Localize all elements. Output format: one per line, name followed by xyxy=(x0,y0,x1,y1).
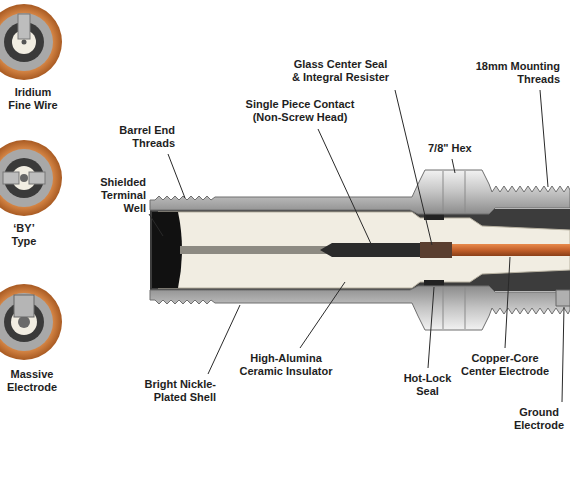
hot-lock-seal xyxy=(424,280,444,286)
center-bore xyxy=(180,246,330,254)
hex-facet xyxy=(465,287,466,329)
end-view-electrode xyxy=(18,316,30,328)
hex-facet xyxy=(443,171,444,213)
end-view-shell xyxy=(0,149,53,207)
leader-line xyxy=(168,154,185,198)
end-view-ground xyxy=(18,14,30,39)
end-view-by xyxy=(0,140,62,216)
hex-facet xyxy=(465,171,466,213)
end-view-shell xyxy=(0,293,53,351)
terminal-contact xyxy=(320,243,420,257)
hot-lock-seal xyxy=(424,214,444,220)
leader-line xyxy=(395,90,432,245)
leader-lines xyxy=(149,90,564,402)
end-view-massive xyxy=(0,284,62,360)
end-view-electrode xyxy=(22,40,27,45)
end-view-gap xyxy=(4,158,44,198)
ground-electrode xyxy=(556,290,570,306)
part-label: Hot-Lock Seal xyxy=(400,372,455,398)
leader-line xyxy=(452,159,455,173)
part-label: 18mm Mounting Threads xyxy=(470,60,560,86)
part-label: Shielded Terminal Well xyxy=(90,176,146,215)
end-view-ground xyxy=(14,295,34,317)
part-label: Copper-Core Center Electrode xyxy=(455,352,555,378)
part-label: Barrel End Threads xyxy=(105,124,175,150)
plug-shell xyxy=(150,170,570,214)
end-view-ground xyxy=(29,172,45,184)
part-label: 7/8" Hex xyxy=(428,142,488,155)
leader-line xyxy=(318,129,372,246)
part-label: Ground Electrode xyxy=(512,406,566,432)
end-view-shell xyxy=(0,13,53,71)
leader-line xyxy=(208,305,240,374)
end-view-ring xyxy=(0,4,62,80)
part-label: Iridium Fine Wire xyxy=(4,86,62,112)
part-label: Bright Nickle-Plated Shell xyxy=(138,378,216,404)
leader-line xyxy=(300,282,345,348)
end-view-ring xyxy=(0,284,62,360)
copper-center-electrode xyxy=(452,244,570,256)
end-view-iridium xyxy=(0,4,62,80)
part-label: ‘BY’ Type xyxy=(4,222,44,248)
plug-interior xyxy=(150,209,570,291)
end-view-ring xyxy=(0,140,62,216)
terminal-well xyxy=(152,212,182,288)
end-view-ground xyxy=(3,172,19,184)
ceramic-insulator xyxy=(158,212,570,288)
part-label: High-Alumina Ceramic Insulator xyxy=(236,352,336,378)
leader-line xyxy=(540,90,548,187)
glass-seal-resister xyxy=(420,242,452,258)
leader-line xyxy=(149,214,163,236)
part-label: Glass Center Seal & Integral Resister xyxy=(290,58,391,84)
leader-line xyxy=(428,287,434,368)
leader-line xyxy=(562,307,564,402)
part-label: Single Piece Contact (Non-Screw Head) xyxy=(240,98,360,124)
hex-facet xyxy=(443,287,444,329)
leader-line xyxy=(505,257,510,348)
end-view-electrode xyxy=(20,174,28,182)
part-label: Massive Electrode xyxy=(4,368,60,394)
